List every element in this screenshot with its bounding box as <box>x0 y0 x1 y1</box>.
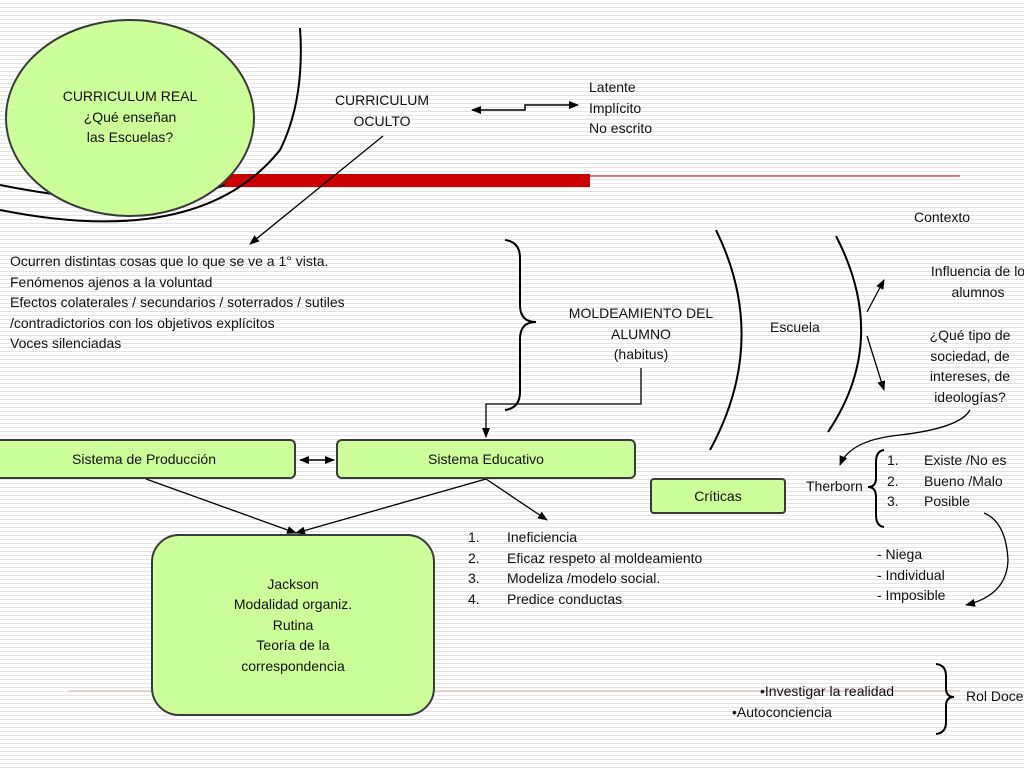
escuela-arc-left <box>709 229 743 451</box>
oculto-ocurren-arrow <box>249 135 384 245</box>
influencia-arrow <box>866 279 885 313</box>
therborn-list: 1. Existe /No es 2. Bueno /Malo 3. Posible <box>887 450 1006 512</box>
criticas-label: Críticas <box>694 488 742 504</box>
que-tipo-line-1: ¿Qué tipo de <box>929 327 1011 343</box>
therborn-item: 2. Bueno /Malo <box>887 471 1006 492</box>
sistema-educativo-box: Sistema Educativo <box>336 439 636 479</box>
criticas-item-text: Modeliza /modelo social. <box>507 570 661 586</box>
influencia-line-1: Influencia de lo <box>930 263 1024 279</box>
outer-arc <box>0 27 302 223</box>
moldeamiento-brace <box>504 239 537 411</box>
influencia-line-2: alumnos <box>951 283 1005 300</box>
curriculum-real-question-2: las Escuelas? <box>86 129 174 145</box>
response-imposible: - Imposible <box>877 587 946 603</box>
contexto-label: Contexto <box>914 209 971 225</box>
que-tipo-arrow <box>866 335 886 391</box>
criticas-item: 4. Predice conductas <box>468 589 702 610</box>
response-niega: - Niega <box>877 546 923 562</box>
que-tipo-text: ¿Qué tipo de sociedad, de intereses, de … <box>910 325 1024 407</box>
moldeamiento-line-3: (habitus) <box>613 346 669 362</box>
escuela-arc-right <box>827 235 863 433</box>
criticas-item: 1. Ineficiencia <box>468 527 702 548</box>
jackson-line-1: Jackson <box>267 575 319 592</box>
curriculum-real-circle <box>5 19 255 217</box>
therborn-curve-arrow <box>839 409 971 466</box>
sistema-produccion-label: Sistema de Producción <box>72 451 216 467</box>
moldeamiento-line-2: ALUMNO <box>611 325 671 342</box>
therborn-item-text: Posible <box>924 493 970 509</box>
rol-bullet-1: •Investigar la realidad <box>760 683 895 699</box>
sistema-educativo-label: Sistema Educativo <box>428 451 544 467</box>
curriculum-real-title: CURRICULUM REAL <box>62 88 198 104</box>
criticas-item-number: 2. <box>468 549 480 566</box>
curriculum-oculto-text: CURRICULUM OCULTO <box>322 90 442 131</box>
responses-curve-arrow <box>965 512 1009 607</box>
sistema-produccion-box: Sistema de Producción <box>0 439 296 479</box>
criticas-item-text: Predice conductas <box>507 590 623 607</box>
criticas-item-text: Eficaz respeto al moldeamiento <box>507 549 703 566</box>
que-tipo-line-3: intereses, de <box>929 368 1011 384</box>
jackson-line-5: correspondencia <box>241 657 345 674</box>
trait-no-escrito: No escrito <box>589 120 653 136</box>
rol-docente-brace <box>935 663 955 735</box>
moldeamiento-educativo-arrow <box>482 368 642 438</box>
produccion-jackson-arrow <box>145 478 297 534</box>
rol-bullet-2: •Autoconciencia <box>732 704 832 720</box>
criticas-box: Críticas <box>650 478 786 514</box>
ocurren-line-5: Voces silenciadas <box>10 335 122 351</box>
jackson-line-2: Modalidad organiz. <box>233 596 353 613</box>
criticas-list: 1. Ineficiencia 2. Eficaz respeto al molde… <box>468 527 702 609</box>
therborn-item-number: 3. <box>887 493 899 509</box>
therborn-item-text: Existe /No es <box>924 452 1007 468</box>
trait-implicito: Implícito <box>589 99 642 116</box>
curriculum-real-question: ¿Qué enseñan <box>83 108 177 125</box>
therborn-responses: - Niega - Individual - Imposible <box>877 544 945 606</box>
therborn-item: 1. Existe /No es <box>887 450 1006 471</box>
criticas-item-number: 1. <box>468 529 480 545</box>
ocurren-block: Ocurren distintas cosas que lo que se ve… <box>10 251 345 354</box>
ocurren-line-2: Fenómenos ajenos a la voluntad <box>10 273 213 290</box>
educativo-jackson-arrow <box>295 478 487 535</box>
ocurren-line-3: Efectos colaterales / secundarios / sote… <box>10 294 345 310</box>
que-tipo-line-4: ideologías? <box>934 388 1006 405</box>
escuela-label: Escuela <box>770 319 820 335</box>
criticas-item: 2. Eficaz respeto al moldeamiento <box>468 548 702 569</box>
influencia-text: Influencia de lo alumnos <box>918 261 1024 302</box>
therborn-item-number: 1. <box>887 452 899 468</box>
oculto-latente-arrow <box>471 101 579 114</box>
criticas-item-number: 3. <box>468 570 480 586</box>
trait-latente: Latente <box>589 79 636 95</box>
therborn-item-text: Bueno /Malo <box>924 472 1003 489</box>
therborn-label: Therborn <box>806 478 863 494</box>
therborn-brace <box>867 449 885 528</box>
response-individual: - Individual <box>877 566 945 583</box>
jackson-line-3: Rutina <box>272 616 314 633</box>
rol-docente-label: Rol Docente <box>966 688 1024 704</box>
red-accent-bar <box>210 174 590 187</box>
que-tipo-line-2: sociedad, de <box>930 347 1010 364</box>
therborn-item: 3. Posible <box>887 491 1006 512</box>
moldeamiento-line-1: MOLDEAMIENTO DEL <box>568 305 714 321</box>
curriculum-real-text: CURRICULUM REAL ¿Qué enseñan las Escuela… <box>30 86 230 148</box>
ocurren-line-1: Ocurren distintas cosas que lo que se ve… <box>10 253 329 269</box>
educativo-list-arrow <box>485 478 548 521</box>
moldeamiento-text: MOLDEAMIENTO DEL ALUMNO (habitus) <box>556 303 726 365</box>
criticas-item-text: Ineficiencia <box>507 529 578 545</box>
curriculum-oculto-line-1: CURRICULUM <box>334 92 430 108</box>
curriculum-oculto-line-2: OCULTO <box>353 112 411 129</box>
criticas-item: 3. Modeliza /modelo social. <box>468 568 702 589</box>
jackson-box: Jackson Modalidad organiz. Rutina Teoría… <box>151 534 435 716</box>
jackson-line-4: Teoría de la <box>256 637 330 654</box>
therborn-item-number: 2. <box>887 472 899 489</box>
oculto-traits: Latente Implícito No escrito <box>589 77 652 139</box>
criticas-item-number: 4. <box>468 590 480 607</box>
ocurren-line-4: /contradictorios con los objetivos explí… <box>10 314 275 331</box>
